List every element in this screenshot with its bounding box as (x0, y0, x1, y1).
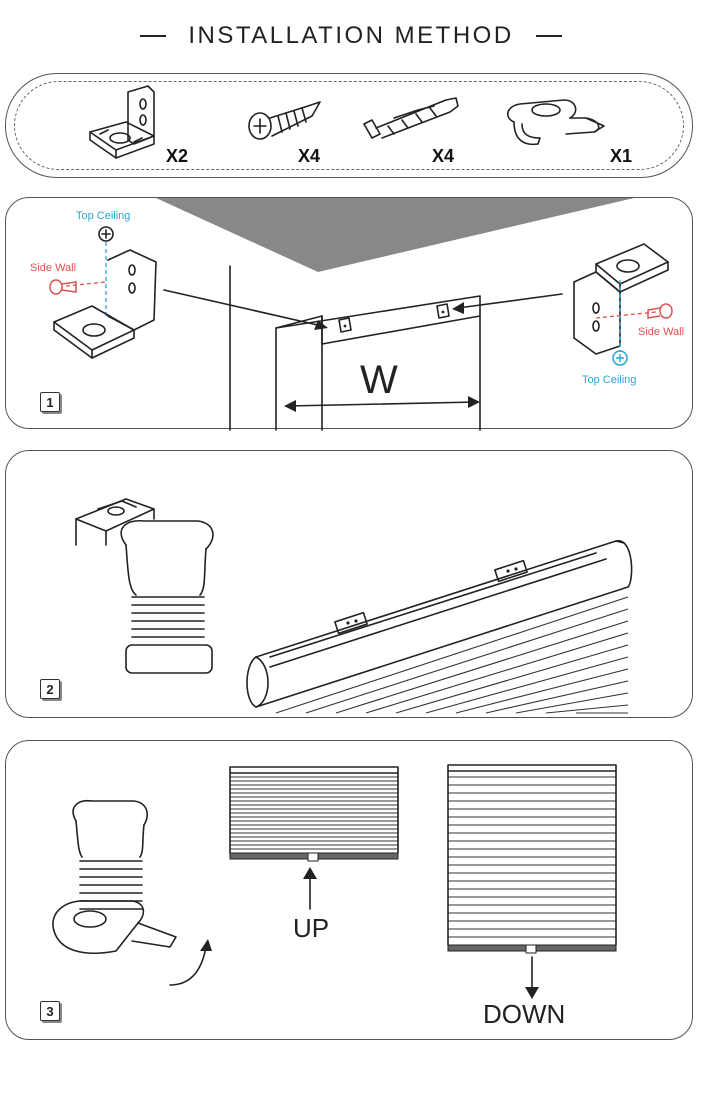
screw-icon (248, 101, 321, 140)
wall-anchor-qty: X4 (432, 146, 455, 166)
width-label: W (360, 358, 398, 402)
shade-lowered-icon (447, 764, 617, 954)
page-header: INSTALLATION METHOD (0, 18, 702, 54)
step-1-panel: W Top Ceiling Side Wall Side Wall Top Ce… (5, 197, 693, 431)
title-left-rule (140, 35, 167, 37)
mounted-bracket-icon (436, 303, 450, 319)
top-ceiling-label-left: Top Ceiling (76, 210, 131, 222)
clip-qty: X1 (610, 146, 633, 166)
bracket-clip-detail-icon (75, 498, 214, 674)
right-bracket-icon (573, 243, 673, 366)
rotate-arrow-icon (169, 939, 212, 986)
page-title: INSTALLATION METHOD (188, 22, 514, 49)
top-ceiling-label-right: Top Ceiling (582, 374, 637, 386)
clip-icon (507, 99, 605, 146)
screw-qty: X4 (298, 146, 321, 166)
down-label: DOWN (483, 999, 566, 1029)
mounted-bracket-icon (338, 317, 352, 333)
step-2-panel: 2 (5, 450, 693, 718)
bracket-qty: X2 (166, 146, 189, 166)
headrail-with-blind (246, 540, 633, 714)
shade-raised-icon (229, 766, 399, 862)
side-wall-label-left: Side Wall (30, 262, 77, 274)
step-3-panel: UP DOWN 3 (5, 740, 693, 1040)
step-1-badge: 1 (40, 392, 60, 412)
title-right-rule (535, 35, 562, 37)
down-arrow-icon (525, 956, 539, 999)
bracket-icon (89, 85, 155, 159)
parts-dashed-border (14, 81, 684, 170)
up-label: UP (293, 913, 330, 943)
clip-release-detail-icon (52, 799, 177, 954)
up-arrow-icon (303, 867, 317, 910)
parts-panel: X2 X4 X4 X1 (5, 73, 693, 178)
pointer-arrow-left (163, 289, 563, 412)
ceiling-shape (156, 198, 634, 431)
step-2-badge: 2 (40, 679, 60, 699)
step-3-badge: 3 (40, 1001, 60, 1021)
left-bracket-icon (49, 226, 157, 359)
side-wall-label-right: Side Wall (638, 326, 685, 338)
wall-anchor-icon (363, 97, 459, 139)
